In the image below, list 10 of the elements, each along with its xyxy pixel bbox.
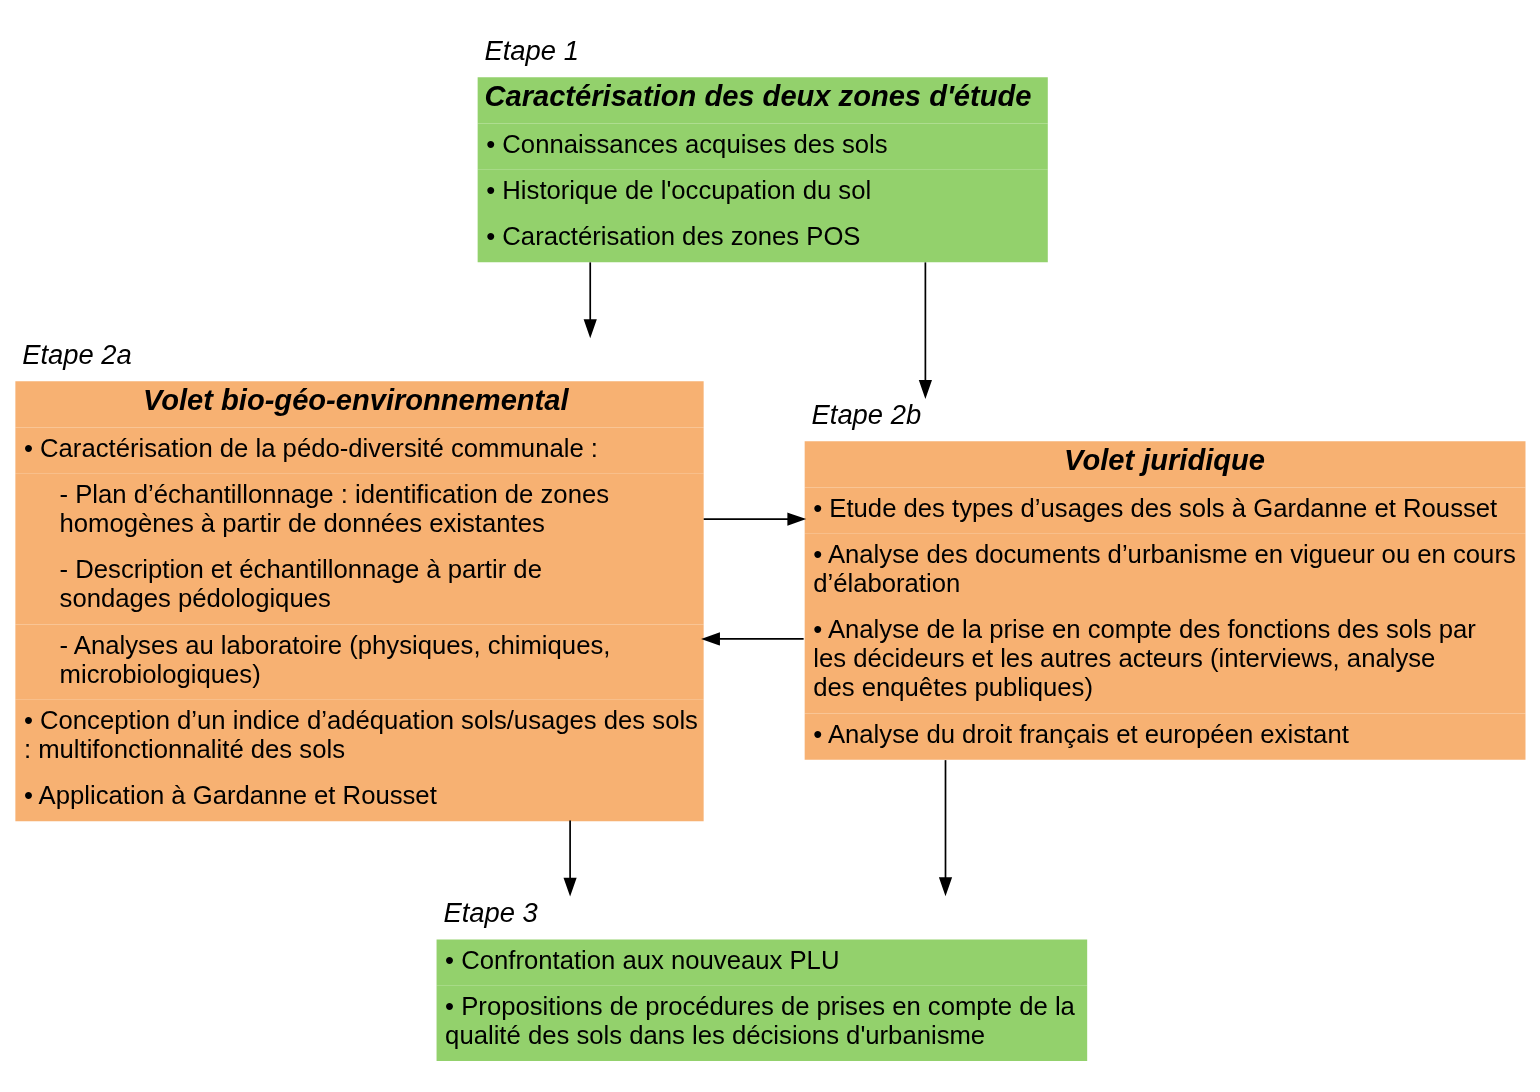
arrow	[702, 512, 807, 526]
arrow	[563, 819, 577, 896]
arrow	[583, 261, 597, 338]
node-label: Etape 1	[484, 34, 579, 66]
node-label: Etape 2a	[22, 338, 132, 370]
arrow	[918, 261, 932, 399]
node-label: Etape 3	[443, 896, 538, 928]
arrow	[701, 631, 805, 646]
node-label: Etape 2b	[811, 398, 922, 430]
arrow	[938, 758, 953, 896]
